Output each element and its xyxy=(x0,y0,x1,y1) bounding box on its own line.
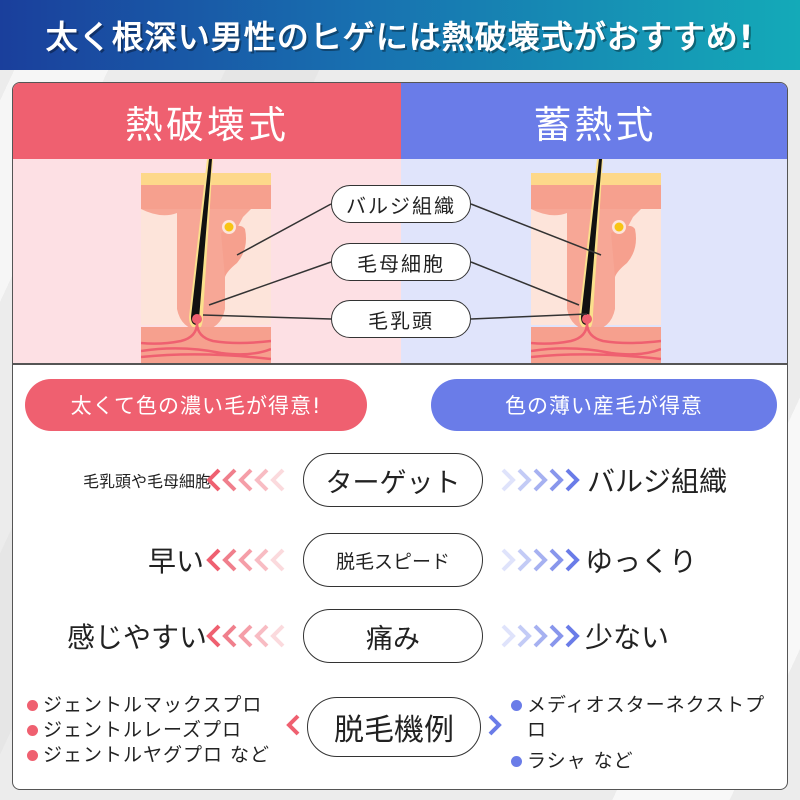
page-title: 太く根深い男性のヒゲには熱破壊式がおすすめ! xyxy=(45,18,755,56)
row-left-value: 毛乳頭や毛母細胞 xyxy=(82,472,211,491)
chevrons-left-icon xyxy=(206,624,285,648)
chevrons-left-icon xyxy=(206,468,285,492)
list-item: ジェントルレーズプロ xyxy=(27,718,270,743)
examples-label: 脱毛機例 xyxy=(307,697,481,757)
badge-heat-storage: 色の薄い産毛が得意 xyxy=(431,379,777,431)
row-left-value: 感じやすい xyxy=(66,621,207,654)
list-item: ラシャ など xyxy=(511,749,781,774)
row-right-value: ゆっくり xyxy=(585,545,698,578)
comparison-card: 熱破壊式 蓄熱式 xyxy=(12,82,788,790)
row-label-speed: 脱毛スピード xyxy=(303,533,483,587)
row-label-target: ターゲット xyxy=(303,453,483,507)
comparison-row-target: 毛乳頭や毛母細胞 ターゲット バルジ組織 xyxy=(13,453,787,509)
bullet-dot-icon xyxy=(27,750,38,761)
bullet-dot-icon xyxy=(27,700,38,711)
list-item: メディオスターネクストプロ xyxy=(511,693,781,743)
row-right-value: バルジ組織 xyxy=(587,465,728,498)
examples-section: ジェントルマックスプロ ジェントルレーズプロ ジェントルヤグプロ など 脱毛機例… xyxy=(13,689,787,785)
list-item: ジェントルマックスプロ xyxy=(27,693,270,718)
bullet-dot-icon xyxy=(511,756,522,767)
comparison-row-pain: 感じやすい 痛み 少ない xyxy=(13,609,787,665)
header-banner: 太く根深い男性のヒゲには熱破壊式がおすすめ! xyxy=(0,0,800,70)
badge-thermal-destruction: 太くて色の濃い毛が得意! xyxy=(25,379,367,431)
row-label-pain: 痛み xyxy=(303,609,483,663)
comparison-row-speed: 早い 脱毛スピード ゆっくり xyxy=(13,533,787,589)
divider xyxy=(13,363,787,365)
examples-list-left: ジェントルマックスプロ ジェントルレーズプロ ジェントルヤグプロ など xyxy=(27,693,270,768)
chevrons-right-icon xyxy=(501,624,580,648)
row-right-value: 少ない xyxy=(585,621,670,654)
chevron-left-icon xyxy=(286,714,300,736)
row-left-value: 早い xyxy=(147,545,204,578)
column-header-heat-storage: 蓄熱式 xyxy=(401,83,787,159)
diagram-label-bulge: バルジ組織 xyxy=(331,185,471,223)
bullet-dot-icon xyxy=(511,700,522,711)
chevrons-left-icon xyxy=(206,548,285,572)
hair-follicle-illustration-right xyxy=(531,159,661,363)
chevrons-right-icon xyxy=(501,468,580,492)
chevrons-right-icon xyxy=(501,548,580,572)
examples-list-right: メディオスターネクストプロ ラシャ など xyxy=(511,693,781,774)
diagram-label-hair-matrix: 毛母細胞 xyxy=(331,243,471,281)
diagram-label-papilla: 毛乳頭 xyxy=(331,300,471,338)
chevron-right-icon xyxy=(488,714,502,736)
column-header-thermal-destruction: 熱破壊式 xyxy=(13,83,401,159)
hair-follicle-illustration-left xyxy=(141,159,271,363)
list-item: ジェントルヤグプロ など xyxy=(27,743,270,768)
bullet-dot-icon xyxy=(27,725,38,736)
